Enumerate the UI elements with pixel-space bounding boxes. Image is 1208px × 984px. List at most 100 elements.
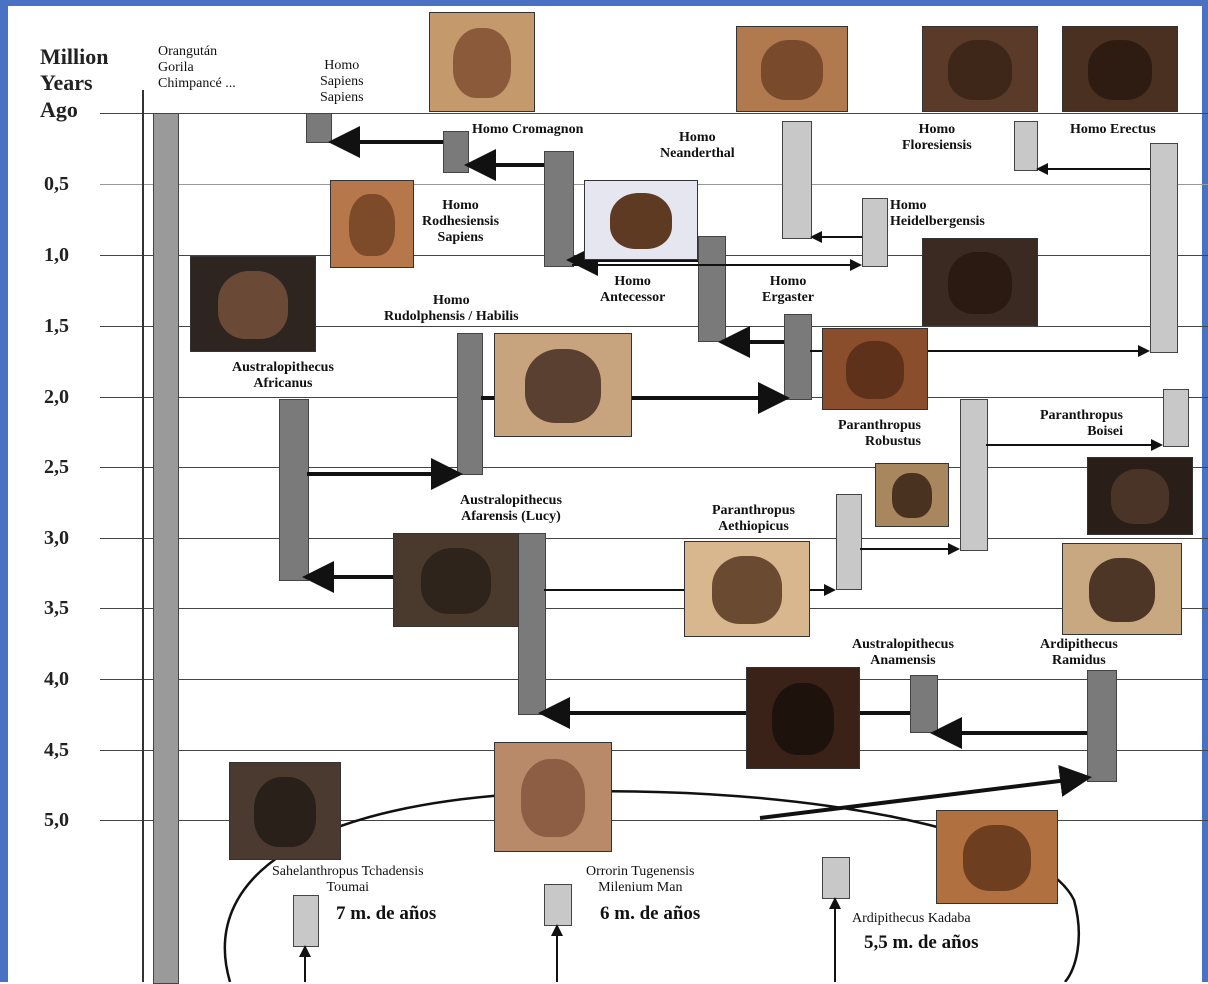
axis-title-line: Ago [40, 96, 78, 122]
tick-label: 2,0 [44, 386, 69, 408]
label-paranthropus-robustus: Paranthropus Robustus [838, 418, 921, 450]
photo-neanderthal [736, 26, 848, 112]
label-line: Sahelanthropus Tchadensis [272, 864, 424, 879]
bar-apes [153, 113, 179, 984]
label-orrorin: Orrorin Tugenensis Milenium Man [586, 864, 695, 896]
label-line: Australopithecus [460, 493, 562, 508]
gridline [100, 467, 1208, 468]
label-line: Toumai [326, 880, 370, 896]
label-line: Sapiens [320, 74, 364, 90]
photo-anamensis [746, 667, 860, 769]
label-kadaba-age: 5,5 m. de años [864, 932, 979, 953]
label-line: Homo [442, 198, 479, 213]
label-homo-floresiensis: Homo Floresiensis [902, 122, 972, 154]
label-line: Homo [614, 274, 651, 289]
gridline [100, 679, 1208, 680]
label-line: Rudolphensis / Habilis [384, 309, 519, 325]
label-homo-neanderthal: Homo Neanderthal [660, 130, 735, 162]
label-line: Homo Erectus [1070, 122, 1156, 137]
tick-label: 4,5 [44, 739, 69, 761]
bar-homo-erectus [1150, 143, 1178, 353]
label-line: Homo [679, 130, 716, 145]
label-line: Homo [324, 58, 360, 73]
photo-boisei [1087, 457, 1193, 535]
arrow-kadaba-to-ramidus [759, 765, 1092, 820]
photo-orrorin [494, 742, 612, 852]
label-line: Homo Cromagnon [472, 122, 584, 137]
photo-sahelanthropus [229, 762, 341, 860]
label-line: Ramidus [1052, 653, 1106, 669]
bar-australopithecus-africanus [279, 399, 309, 581]
label-line: Homo [890, 198, 927, 213]
label-apes: Orangután Gorila Chimpancé ... [158, 44, 236, 92]
label-line: Aethiopicus [718, 519, 789, 535]
label-homo-rudolphensis: Homo Rudolphensis / Habilis [384, 293, 519, 325]
axis-title-line: Million [40, 44, 109, 69]
label-line: Heidelbergensis [890, 214, 985, 230]
gridline [100, 113, 1208, 114]
label-ardipithecus-ramidus: Ardipithecus Ramidus [1040, 637, 1118, 669]
label-line: Neanderthal [660, 146, 735, 162]
tick-label: 1,5 [44, 315, 69, 337]
label-australopithecus-anamensis: Australopithecus Anamensis [852, 637, 954, 669]
photo-homo-erectus [1062, 26, 1178, 112]
label-line: Gorila [158, 60, 194, 76]
gridline [100, 608, 1208, 609]
bar-homo-ergaster [784, 314, 812, 400]
tick-label: 1,0 [44, 244, 69, 266]
photo-floresiensis [922, 26, 1038, 112]
bar-ardipithecus-ramidus [1087, 670, 1117, 782]
photo-ramidus [1062, 543, 1182, 635]
label-line: Homo [769, 274, 807, 289]
axis-title-line: Years [40, 70, 93, 96]
label-sahelanthropus: Sahelanthropus Tchadensis Toumai [272, 864, 424, 896]
gridline [100, 538, 1208, 539]
label-sahelanthropus-age: 7 m. de años [336, 903, 437, 924]
label-line: Boisei [1087, 424, 1123, 440]
photo-antecessor [584, 180, 698, 260]
label-paranthropus-aethiopicus: Paranthropus Aethiopicus [712, 503, 795, 535]
tick-label: 3,5 [44, 597, 69, 619]
photo-africanus [190, 256, 316, 352]
label-line: Rodhesiensis [422, 214, 500, 230]
label-australopithecus-afarensis: Australopithecus Afarensis (Lucy) [460, 493, 562, 525]
label-line: Afarensis (Lucy) [461, 509, 561, 525]
axis-title: Million Years Ago [40, 44, 108, 123]
label-line: Antecessor [600, 290, 666, 306]
photo-heidelbergensis [922, 238, 1038, 326]
tick-label: 2,5 [44, 456, 69, 478]
bar-homo-rudolphensis [457, 333, 483, 475]
bar-homo-sapiens-sapiens [306, 113, 332, 143]
bar-paranthropus-robustus [960, 399, 988, 551]
bar-orrorin [544, 884, 572, 926]
label-homo-ergaster: Homo Ergaster [762, 274, 814, 306]
label-line: Paranthropus [1040, 408, 1123, 423]
label-homo-heidelbergensis: Homo Heidelbergensis [890, 198, 985, 230]
label-homo-erectus: Homo Erectus [1070, 122, 1156, 138]
photo-rudolphensis [494, 333, 632, 437]
photo-ergaster [822, 328, 928, 410]
label-line: Paranthropus [712, 503, 795, 518]
ellipse-early-hominins [223, 790, 1081, 982]
label-line: Ardipithecus Kadaba [852, 911, 971, 926]
tick-label: 3,0 [44, 527, 69, 549]
label-line: Chimpancé ... [158, 76, 236, 92]
label-line: Sapiens [320, 90, 364, 106]
label-homo-cromagnon: Homo Cromagnon [472, 122, 583, 138]
label-line: Orrorin Tugenensis [586, 864, 695, 879]
label-line: Australopithecus [852, 637, 954, 652]
vertical-axis [142, 90, 144, 982]
label-homo-rodhesiensis: Homo Rodhesiensis Sapiens [422, 198, 499, 246]
bar-homo-floresiensis [1014, 121, 1038, 171]
photo-rodhesiensis [330, 180, 414, 268]
tick-label: 5,0 [44, 809, 69, 831]
label-paranthropus-boisei: Paranthropus Boisei [1040, 408, 1123, 440]
label-line: Homo [918, 122, 956, 137]
label-line: Sapiens [437, 230, 484, 246]
label-ardipithecus-kadaba: Ardipithecus Kadaba [852, 911, 971, 927]
photo-afarensis [393, 533, 519, 627]
label-line: Australopithecus [232, 360, 334, 375]
bar-homo-heidelbergensis [862, 198, 888, 267]
gridline [100, 326, 1208, 327]
